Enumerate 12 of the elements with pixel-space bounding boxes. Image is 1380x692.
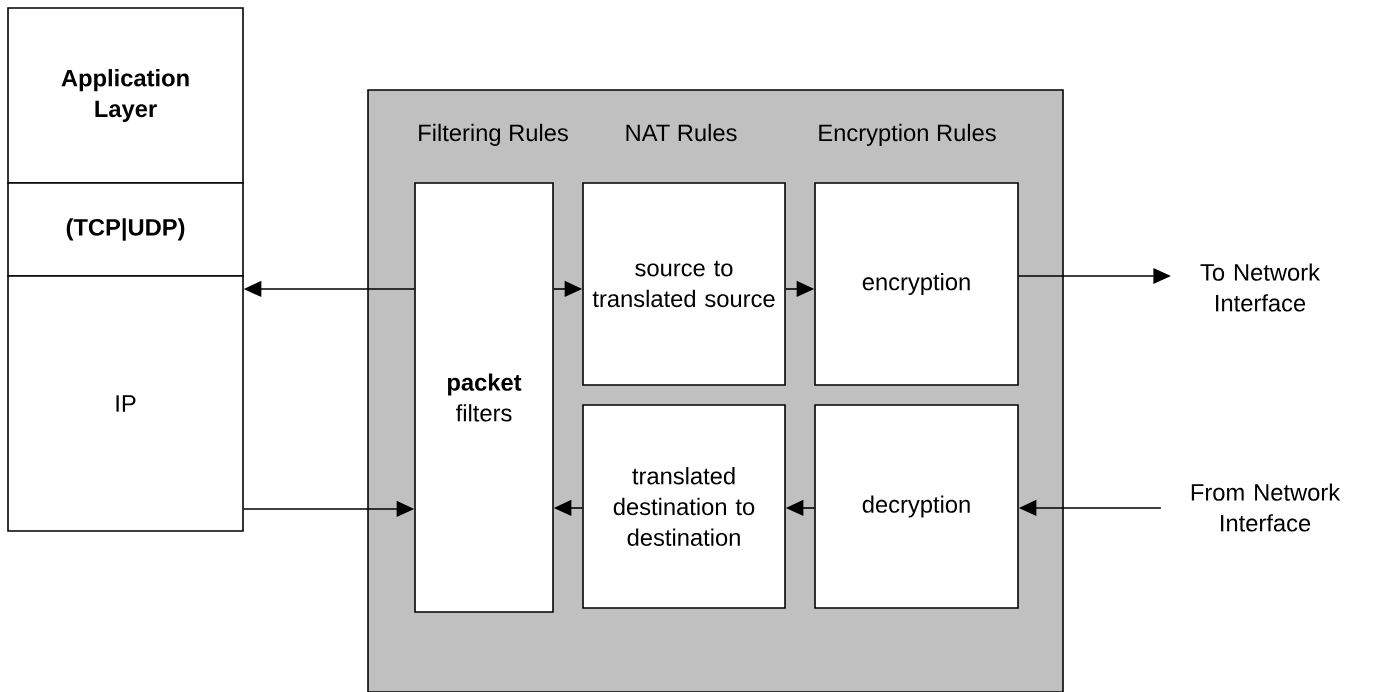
endpoint-label: To Network Interface <box>1200 263 1320 312</box>
process-box: packet filters <box>414 182 554 613</box>
column-heading: NAT Rules <box>626 123 737 142</box>
column-heading: Filtering Rules <box>419 123 568 146</box>
process-box: decryption <box>814 404 1019 609</box>
layer-box: Application Layer <box>7 7 244 184</box>
process-box: encryption <box>814 182 1019 386</box>
endpoint-label: From Network Interface <box>1191 483 1341 532</box>
process-box: source to translated source <box>582 182 786 386</box>
process-box: translated destination to destination <box>582 404 786 609</box>
layer-box: (TCP|UDP) <box>7 182 244 277</box>
column-heading: Encryption Rules <box>819 123 996 146</box>
